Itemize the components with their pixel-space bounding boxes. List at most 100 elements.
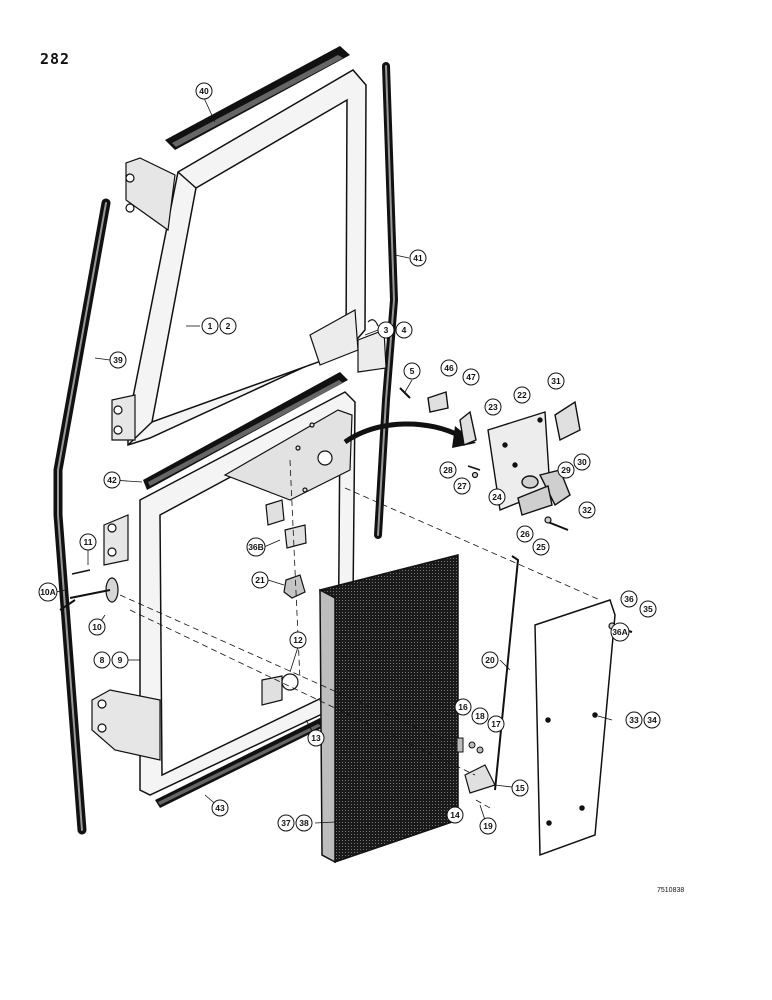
svg-text:22: 22 xyxy=(517,390,527,400)
svg-text:23: 23 xyxy=(488,402,498,412)
callout-18: 18 xyxy=(471,707,489,725)
svg-text:3: 3 xyxy=(384,325,389,335)
svg-text:8: 8 xyxy=(100,655,105,665)
callout-30: 30 xyxy=(573,453,591,471)
svg-text:10: 10 xyxy=(92,622,102,632)
window-latch xyxy=(309,309,387,373)
svg-text:2: 2 xyxy=(226,321,231,331)
inner-trim-panel xyxy=(534,599,616,857)
callout-4: 4 xyxy=(395,321,413,339)
svg-text:31: 31 xyxy=(551,376,561,386)
svg-text:36A: 36A xyxy=(612,627,628,637)
svg-text:27: 27 xyxy=(457,481,467,491)
callout-35: 35 xyxy=(639,600,657,618)
callout-29: 29 xyxy=(557,461,575,479)
svg-text:32: 32 xyxy=(582,505,592,515)
callout-28: 28 xyxy=(439,461,457,479)
callout-38: 38 xyxy=(295,814,313,832)
svg-text:18: 18 xyxy=(475,711,485,721)
callout-24: 24 xyxy=(488,488,506,506)
control-rod xyxy=(494,555,520,791)
svg-text:10A: 10A xyxy=(40,587,56,597)
svg-text:28: 28 xyxy=(443,465,453,475)
callout-5: 5 xyxy=(403,362,421,380)
callout-10a: 10A xyxy=(38,582,58,602)
lower-hinge-bracket-upper xyxy=(103,514,129,566)
svg-text:33: 33 xyxy=(629,715,639,725)
callout-15: 15 xyxy=(511,779,529,797)
svg-text:21: 21 xyxy=(255,575,265,585)
page-number: 282 xyxy=(40,50,71,68)
svg-text:17: 17 xyxy=(491,719,501,729)
callout-41: 41 xyxy=(409,249,427,267)
svg-text:42: 42 xyxy=(107,475,117,485)
detail-arrow xyxy=(343,421,476,448)
callout-27: 27 xyxy=(453,477,471,495)
callout-36: 36 xyxy=(620,590,638,608)
callout-37: 37 xyxy=(277,814,295,832)
svg-text:41: 41 xyxy=(413,253,423,263)
svg-text:36B: 36B xyxy=(248,542,264,552)
svg-text:30: 30 xyxy=(577,457,587,467)
svg-text:19: 19 xyxy=(483,821,493,831)
svg-text:15: 15 xyxy=(515,783,525,793)
fasteners xyxy=(456,737,484,754)
callout-2: 2 xyxy=(219,317,237,335)
svg-text:40: 40 xyxy=(199,86,209,96)
callout-23: 23 xyxy=(484,398,502,416)
hinge-check-assembly xyxy=(59,577,119,611)
callout-9: 9 xyxy=(111,651,129,669)
upper-window-frame xyxy=(127,69,367,447)
right-door-seal xyxy=(374,62,399,539)
svg-text:29: 29 xyxy=(561,465,571,475)
door-latch-plate xyxy=(223,409,353,501)
svg-text:9: 9 xyxy=(118,655,123,665)
callout-36b: 36B xyxy=(246,537,266,557)
callout-20: 20 xyxy=(481,651,499,669)
callout-26: 26 xyxy=(516,525,534,543)
svg-text:38: 38 xyxy=(299,818,309,828)
svg-text:12: 12 xyxy=(293,635,303,645)
lower-latch-bracket xyxy=(464,764,496,794)
left-door-seal xyxy=(53,198,111,835)
bottom-weatherstrip xyxy=(155,718,326,808)
middle-weatherstrip xyxy=(143,372,348,490)
callout-40: 40 xyxy=(195,82,213,100)
svg-text:47: 47 xyxy=(466,372,476,382)
svg-text:16: 16 xyxy=(458,702,468,712)
callout-3: 3 xyxy=(377,321,395,339)
svg-text:35: 35 xyxy=(643,604,653,614)
callout-25: 25 xyxy=(532,538,550,556)
callout-36a: 36A xyxy=(610,622,630,642)
callout-11: 11 xyxy=(79,533,97,551)
svg-text:34: 34 xyxy=(647,715,657,725)
callout-42: 42 xyxy=(103,471,121,489)
callout-43: 43 xyxy=(211,799,229,817)
svg-text:25: 25 xyxy=(536,542,546,552)
bracket-36b xyxy=(265,499,307,549)
svg-text:4: 4 xyxy=(402,325,407,335)
callout-22: 22 xyxy=(513,386,531,404)
callout-14: 14 xyxy=(446,806,464,824)
top-weatherstrip xyxy=(165,46,350,150)
svg-text:20: 20 xyxy=(485,655,495,665)
svg-text:26: 26 xyxy=(520,529,530,539)
callout-21: 21 xyxy=(251,571,269,589)
callout-16: 16 xyxy=(454,698,472,716)
lower-hinge-bracket-lower xyxy=(91,689,161,761)
svg-text:46: 46 xyxy=(444,363,454,373)
svg-text:24: 24 xyxy=(492,492,502,502)
callout-39: 39 xyxy=(109,351,127,369)
callout-33: 33 xyxy=(625,711,643,729)
callout-34: 34 xyxy=(643,711,661,729)
svg-text:36: 36 xyxy=(624,594,634,604)
callout-31: 31 xyxy=(547,372,565,390)
callout-17: 17 xyxy=(487,715,505,733)
callout-32: 32 xyxy=(578,501,596,519)
striker-12 xyxy=(261,673,299,706)
lower-upper-hinge-bracket xyxy=(111,394,136,441)
callout-10: 10 xyxy=(88,618,106,636)
callout-46: 46 xyxy=(440,359,458,377)
svg-text:37: 37 xyxy=(281,818,291,828)
svg-text:5: 5 xyxy=(410,366,415,376)
